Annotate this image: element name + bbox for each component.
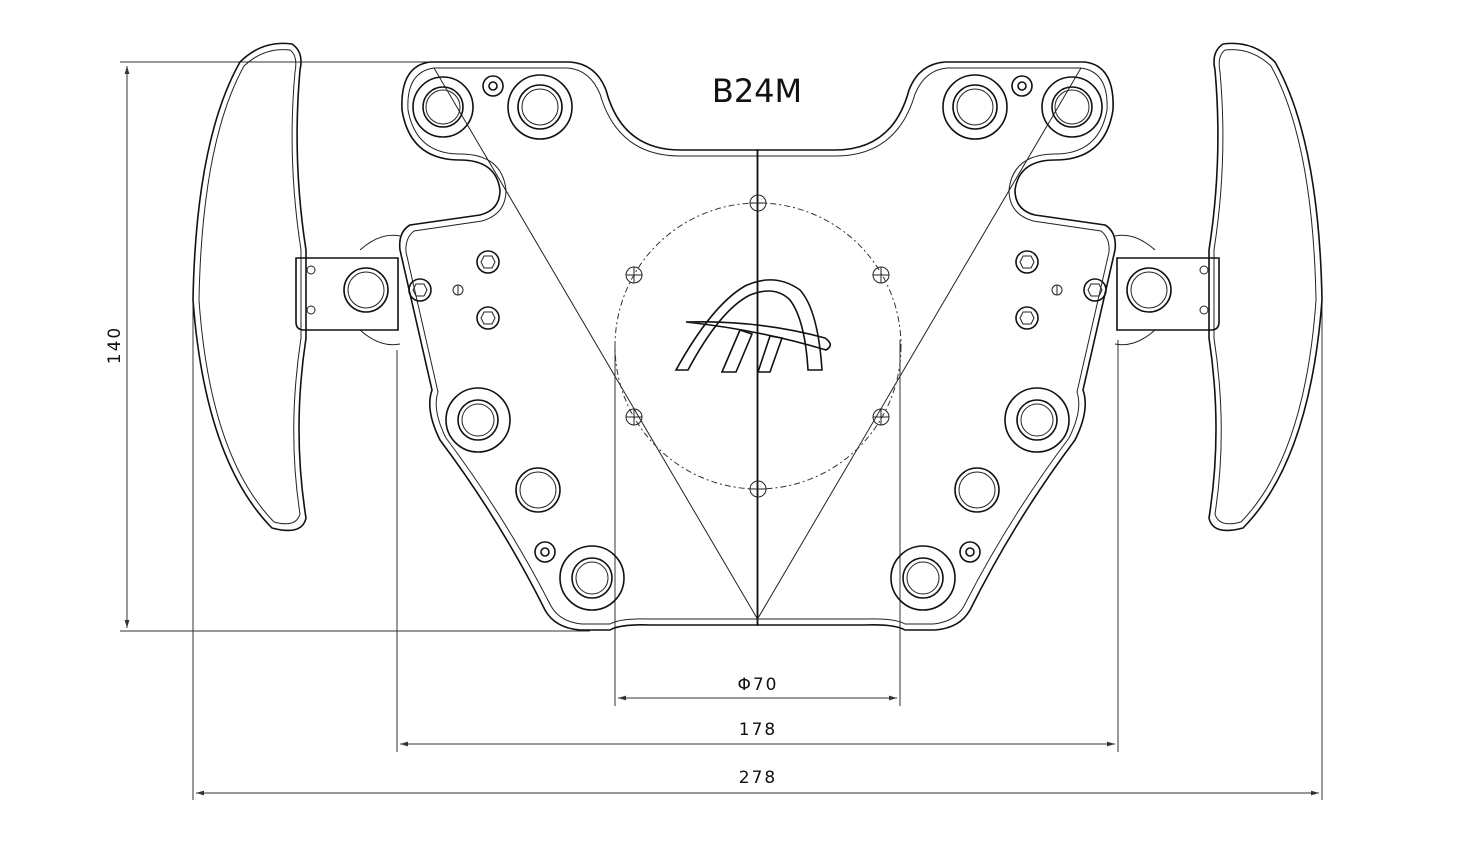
plate-width-label: 178	[739, 720, 777, 740]
hub-diameter-label: Φ70	[737, 675, 778, 695]
height-dimension-label: 140	[105, 326, 125, 364]
hub-hole	[749, 480, 767, 498]
left-half	[192, 42, 759, 631]
model-label: B24M	[712, 72, 802, 110]
right-half	[756, 42, 1323, 631]
dimension-lines	[120, 61, 1323, 800]
brand-logo	[674, 279, 832, 373]
overall-width-label: 278	[739, 768, 777, 788]
hub-hole	[749, 194, 767, 212]
